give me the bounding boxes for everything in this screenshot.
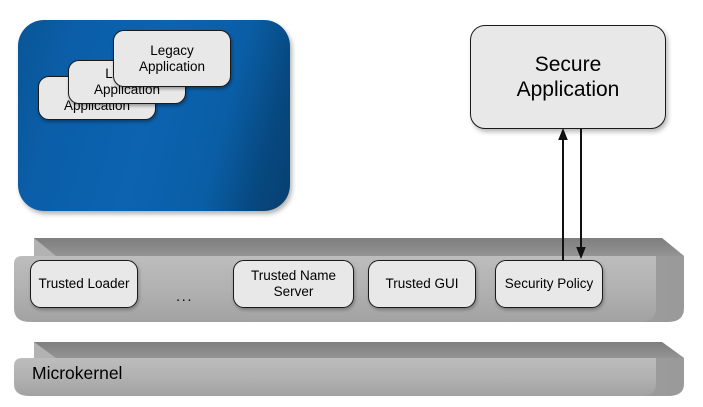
- trusted-service-security-policy[interactable]: Security Policy: [495, 260, 603, 308]
- trusted-service-trusted-loader[interactable]: Trusted Loader: [30, 260, 138, 308]
- trusted-service-trusted-gui[interactable]: Trusted GUI: [368, 260, 476, 308]
- service-line1: Security: [504, 276, 554, 292]
- service-line2: Name Server: [273, 268, 337, 299]
- legacy-application-line2: Application: [138, 58, 206, 74]
- secure-application-line2: Application: [516, 78, 620, 101]
- secure-application-box: Secure Application: [470, 25, 666, 129]
- trusted-service-trusted-name-server[interactable]: Trusted Name Server: [233, 260, 354, 308]
- service-line2: GUI: [434, 276, 459, 292]
- legacy-application-box-3: Legacy Application: [113, 30, 231, 87]
- microkernel-slab: [12, 340, 684, 398]
- service-line1: Trusted: [250, 268, 297, 284]
- service-line2: Loader: [87, 276, 130, 292]
- services-ellipsis: ...: [176, 288, 194, 305]
- service-line2: Policy: [557, 276, 594, 292]
- microkernel-slab-shape: [14, 342, 684, 396]
- legacy-application-line1: Legacy: [150, 42, 194, 58]
- microkernel-label: Microkernel: [32, 363, 123, 383]
- service-line1: Trusted: [385, 276, 431, 292]
- service-line1: Trusted: [38, 276, 84, 292]
- secure-application-line1: Secure: [534, 52, 602, 76]
